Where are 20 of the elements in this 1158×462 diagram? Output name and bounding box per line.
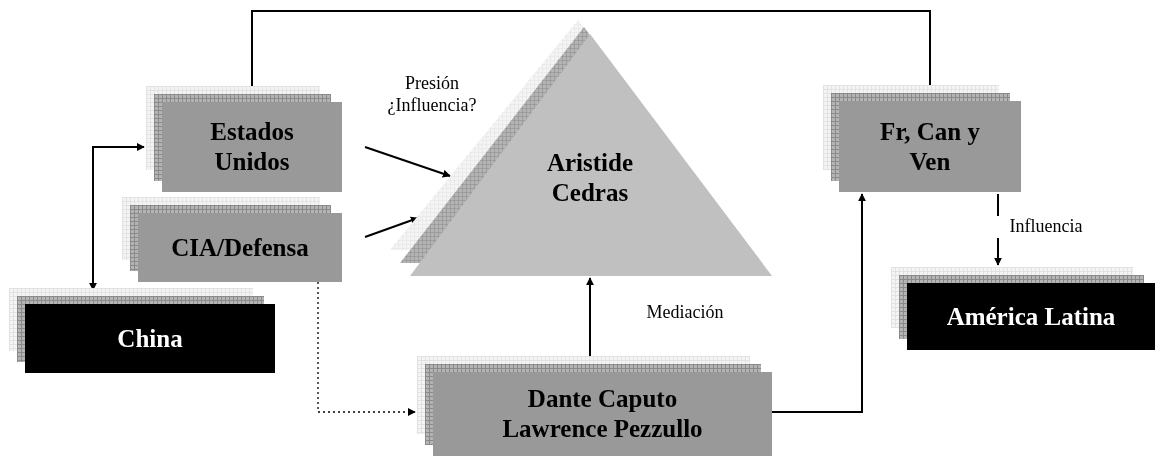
connector-line [251,10,931,87]
double-arrow [89,143,145,291]
arrow [364,146,451,178]
node-label: Dante Caputo Lawrence Pezzullo [501,384,704,444]
arrow [586,277,594,357]
arrow [317,281,416,416]
node-label: CIA/Defensa [170,232,310,263]
stacked-box [823,85,1021,192]
node-label: Fr, Can y Ven [879,116,981,177]
node-label: Estados Unidos [209,117,295,177]
stacked-box [417,356,772,456]
node-label: China [116,323,184,354]
stacked-box [9,288,275,373]
node-label: América Latina [945,301,1117,332]
stacked-box [146,86,342,192]
stacked-box [122,197,342,282]
triangle-node [390,20,772,276]
node-label: Aristide Cedras [545,148,635,208]
stacked-box [891,267,1155,350]
arrow [771,193,866,413]
